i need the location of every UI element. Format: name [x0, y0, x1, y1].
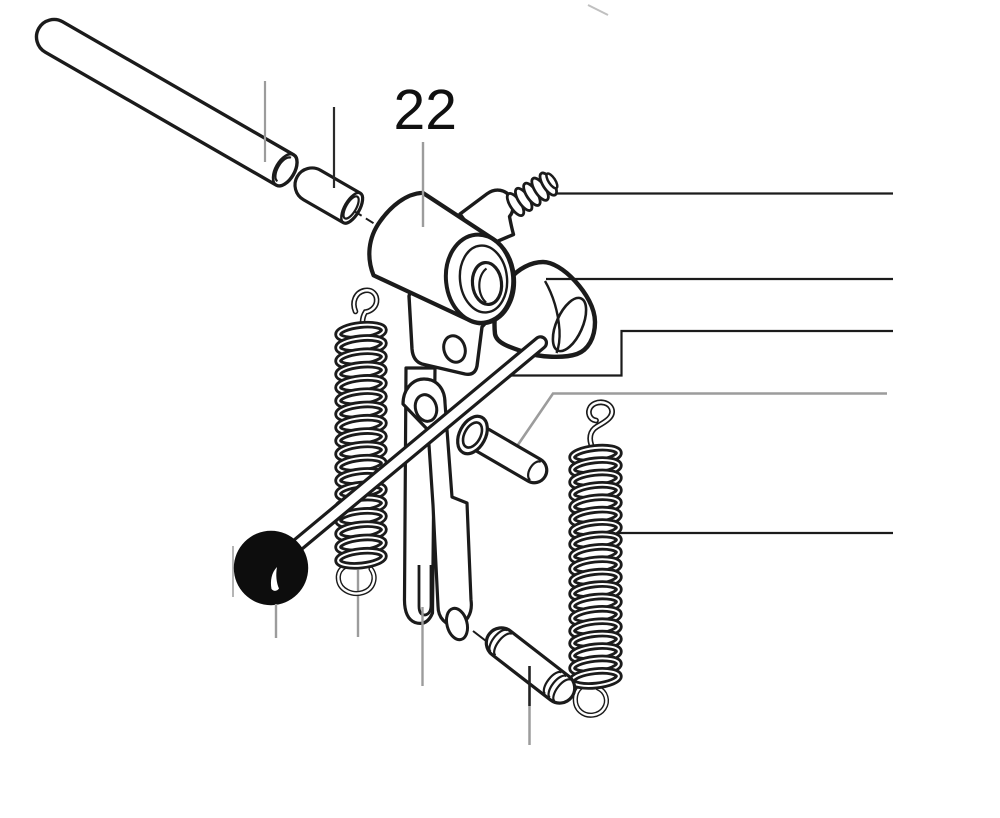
svg-text:22: 22: [394, 78, 457, 142]
